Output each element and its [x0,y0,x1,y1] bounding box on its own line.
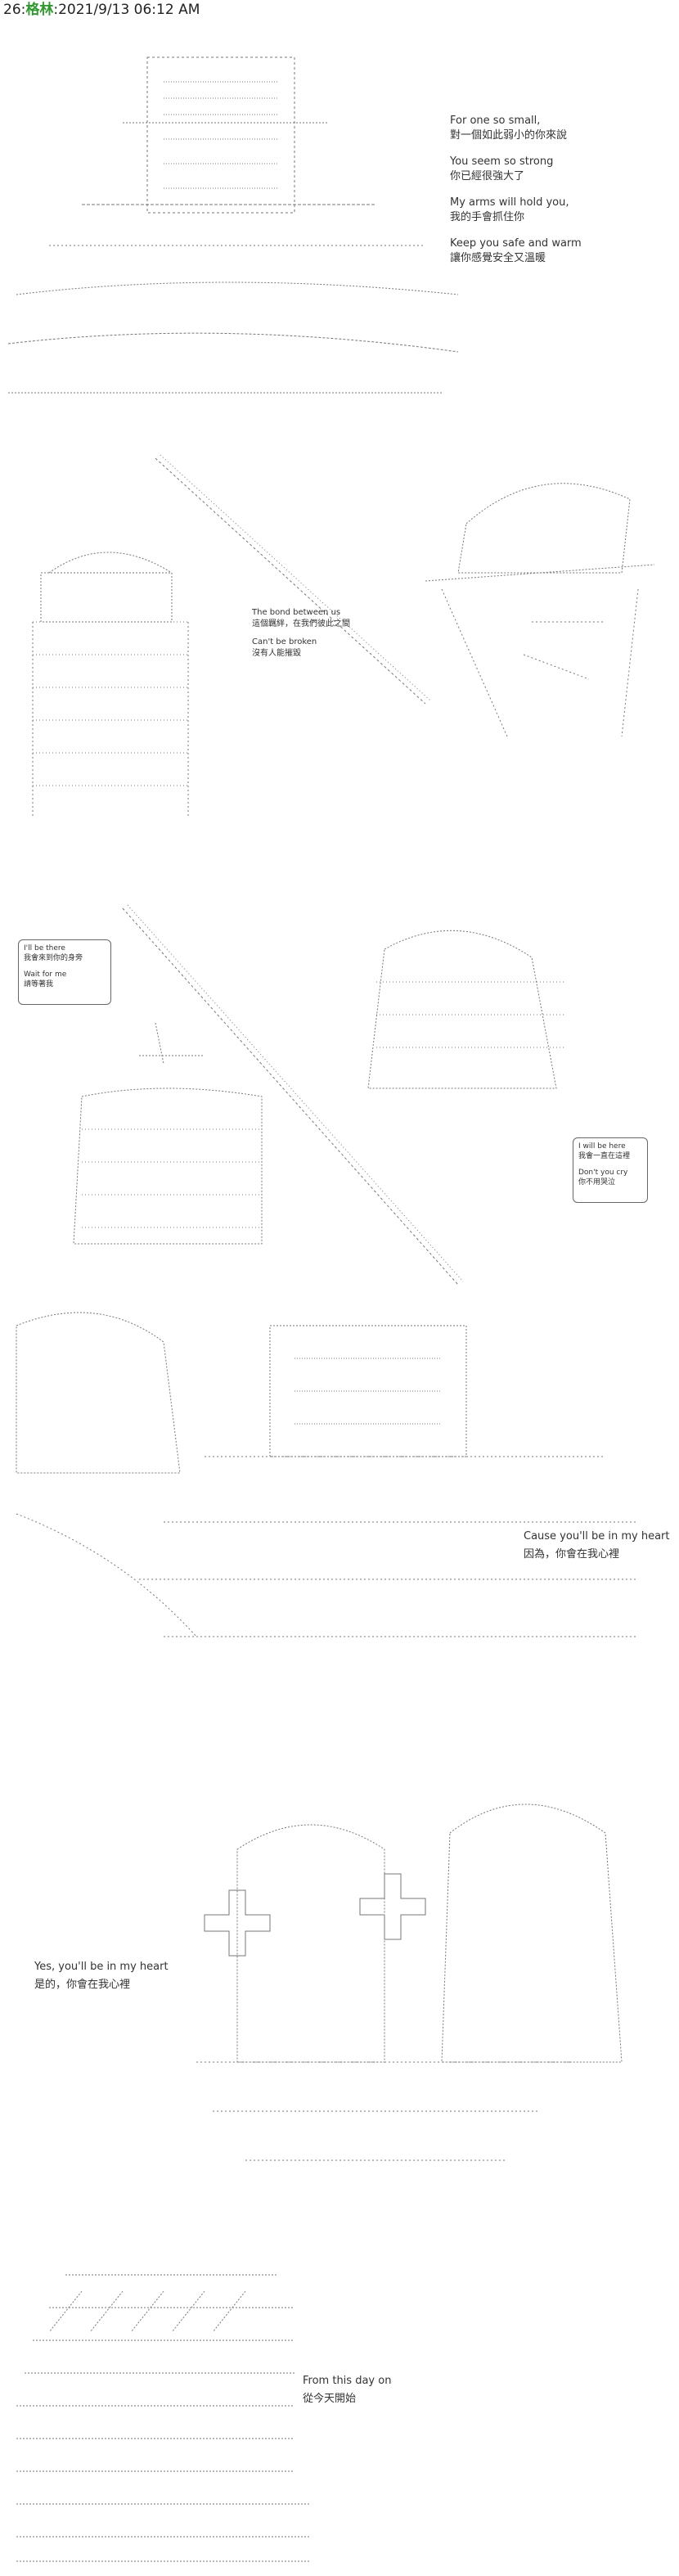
panel4-figures [16,1312,638,1637]
panel3-left-cn-2: 請等著我 [24,980,54,989]
panel3-left-en-1: I'll be there [24,944,65,952]
panel6-hatched-figure [16,2274,311,2562]
panel5-lyric-en: Yes, you'll be in my heart [34,1961,169,1973]
panel4-lyric-cn: 因為，你會在我心裡 [524,1548,620,1560]
panel1-lyric-en-2: You seem so strong [450,155,554,168]
panel3-left-en-2: Wait for me [24,971,67,979]
panel3-left-figure [73,1022,263,1245]
panel3-right-en-1: I will be here [578,1142,626,1151]
panel1-lyric-en-4: Keep you safe and warm [450,237,582,250]
panel3-left-speech-box: I'll be there 我會來到你的身旁 Wait for me 請等著我 [18,939,111,1005]
panel3-left-cn-1: 我會來到你的身旁 [24,954,83,962]
post-header: 26:格林:2021/9/13 06:12 AM [3,2,200,18]
panel3-diagonal-rope [122,904,464,1286]
post-number: 26 [3,2,21,18]
panel3-right-figure [367,930,564,1089]
panel2-diagonal-rope [155,454,431,705]
panel2-left-building [32,552,189,818]
panel5-figures [196,1804,623,2161]
panel2-lyric-cn-1: 這個羈絆，在我們彼此之間 [252,619,350,628]
panel5-lyric-cn: 是的，你會在我心裡 [34,1979,131,1991]
panel1-lyric-cn-1: 對一個如此弱小的你來說 [450,129,568,142]
panel2-lyric-cn-2: 沒有人能摧毀 [252,649,301,658]
panel2-lyric-en-2: Can't be broken [252,637,317,646]
panel1-lyric-en-3: My arms will hold you, [450,196,569,209]
panel1-lyric-en-1: For one so small, [450,115,541,127]
panel3-right-speech-box: I will be here 我會一直在這裡 Don't you cry 你不用… [573,1137,648,1203]
panel3-right-en-2: Don't you cry [578,1169,628,1177]
panel3-right-cn-2: 你不用哭泣 [578,1178,616,1187]
post-timestamp: 2021/9/13 06:12 AM [58,2,200,18]
panel4-lyric-en: Cause you'll be in my heart [524,1530,670,1542]
panel1-lyric-cn-2: 你已經很強大了 [450,170,525,182]
panel1-hat-figure [7,56,459,394]
panel6-lyric-cn: 從今天開始 [303,2393,357,2405]
panel1-lyric-cn-4: 讓你感覺安全又溫暖 [450,252,546,264]
panel1-lyric-cn-3: 我的手會抓住你 [450,211,525,223]
post-author[interactable]: 格林 [25,2,54,18]
panel2-right-hat-figure [425,483,655,737]
panel3-right-cn-1: 我會一直在這裡 [578,1152,631,1160]
panel6-lyric-en: From this day on [303,2375,392,2387]
panel2-lyric-en-1: The bond between us [252,608,341,617]
